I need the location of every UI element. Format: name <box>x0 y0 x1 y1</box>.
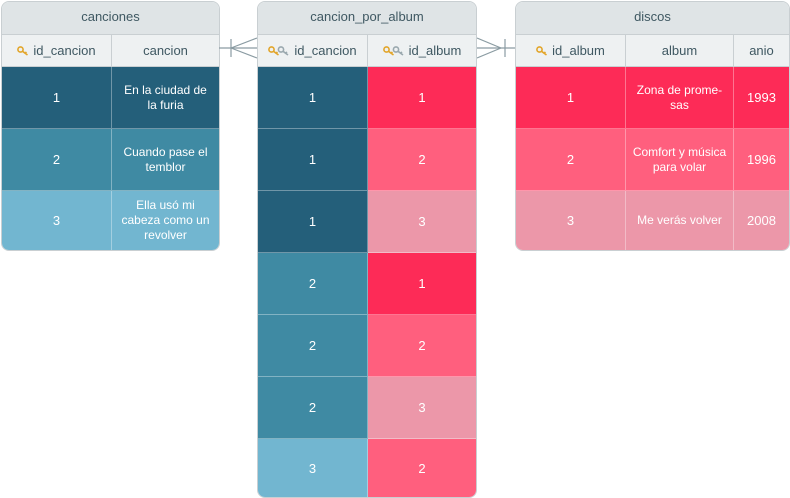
cell-id-album: 2 <box>368 315 476 377</box>
table-canciones: canciones id_cancion cancion 1 En la ciu… <box>1 1 220 251</box>
table-row: 2 3 <box>258 377 476 439</box>
cell-id-cancion: 2 <box>258 315 368 377</box>
key-foreign-icon <box>382 45 404 56</box>
header-label: id_cancion <box>294 43 357 58</box>
table-row: 1 2 <box>258 129 476 191</box>
cell-album: Zona de prome-sas <box>626 67 734 129</box>
cell-cancion: En la ciudad de la furia <box>112 67 219 129</box>
cell-id-cancion: 1 <box>2 67 112 129</box>
table-row: 3 Ella usó mi cabeza como un revolver <box>2 191 219 250</box>
key-foreign-icon <box>268 45 289 56</box>
column-header-id-cancion: id_cancion <box>258 35 368 66</box>
table-header-row: id_cancion id_album <box>258 35 476 67</box>
table-row: 2 1 <box>258 253 476 315</box>
column-header-album: album <box>626 35 734 66</box>
table-header-row: id_cancion cancion <box>2 35 219 67</box>
table-row: 1 Zona de prome-sas 1993 <box>516 67 789 129</box>
cell-id-cancion: 1 <box>258 129 368 191</box>
relationship-connector-canciones <box>219 37 257 59</box>
cell-album: Me verás volver <box>626 191 734 250</box>
column-header-cancion: cancion <box>112 35 219 66</box>
table-row: 3 Me verás volver 2008 <box>516 191 789 250</box>
cell-album: Comfort y música para volar <box>626 129 734 191</box>
cell-cancion: Ella usó mi cabeza como un revolver <box>112 191 219 250</box>
header-label: anio <box>749 43 774 58</box>
column-header-id-cancion: id_cancion <box>2 35 112 66</box>
key-icon <box>17 45 29 56</box>
table-discos: discos id_album album anio 1 Zona de pro… <box>515 1 790 251</box>
cell-id-album: 2 <box>368 129 476 191</box>
header-label: id_album <box>408 43 462 58</box>
cell-id-cancion: 2 <box>258 377 368 439</box>
cell-anio: 1996 <box>734 129 789 191</box>
column-header-id-album: id_album <box>516 35 626 66</box>
table-row: 2 2 <box>258 315 476 377</box>
cell-id-album: 1 <box>516 67 626 129</box>
table-row: 2 Comfort y música para volar 1996 <box>516 129 789 191</box>
cell-id-cancion: 2 <box>2 129 112 191</box>
cell-id-album: 2 <box>516 129 626 191</box>
relationship-connector-discos <box>477 37 515 59</box>
table-title: canciones <box>2 2 219 35</box>
cell-id-album: 3 <box>368 191 476 253</box>
cell-id-cancion: 1 <box>258 191 368 253</box>
cell-anio: 2008 <box>734 191 789 250</box>
table-title: discos <box>516 2 789 35</box>
table-row: 3 2 <box>258 439 476 497</box>
cell-id-album: 1 <box>368 253 476 315</box>
table-row: 1 3 <box>258 191 476 253</box>
column-header-anio: anio <box>734 35 789 66</box>
cell-id-cancion: 3 <box>258 439 368 497</box>
table-cancion-por-album: cancion_por_album id_cancion id_album 1 … <box>257 1 477 498</box>
table-row: 1 En la ciudad de la furia <box>2 67 219 129</box>
column-header-id-album: id_album <box>368 35 476 66</box>
cell-id-album: 3 <box>368 377 476 439</box>
cell-cancion: Cuando pase el temblor <box>112 129 219 191</box>
header-label: cancion <box>143 43 188 58</box>
table-header-row: id_album album anio <box>516 35 789 67</box>
cell-id-album: 2 <box>368 439 476 497</box>
cell-id-cancion: 2 <box>258 253 368 315</box>
header-label: album <box>661 43 698 58</box>
table-title: cancion_por_album <box>258 2 476 35</box>
table-row: 1 1 <box>258 67 476 129</box>
cell-id-cancion: 1 <box>258 67 368 129</box>
cell-anio: 1993 <box>734 67 789 129</box>
table-row: 2 Cuando pase el temblor <box>2 129 219 191</box>
cell-id-album: 1 <box>368 67 476 129</box>
header-label: id_album <box>552 43 605 58</box>
header-label: id_cancion <box>33 43 96 58</box>
cell-id-album: 3 <box>516 191 626 250</box>
key-icon <box>536 45 548 56</box>
cell-id-cancion: 3 <box>2 191 112 250</box>
